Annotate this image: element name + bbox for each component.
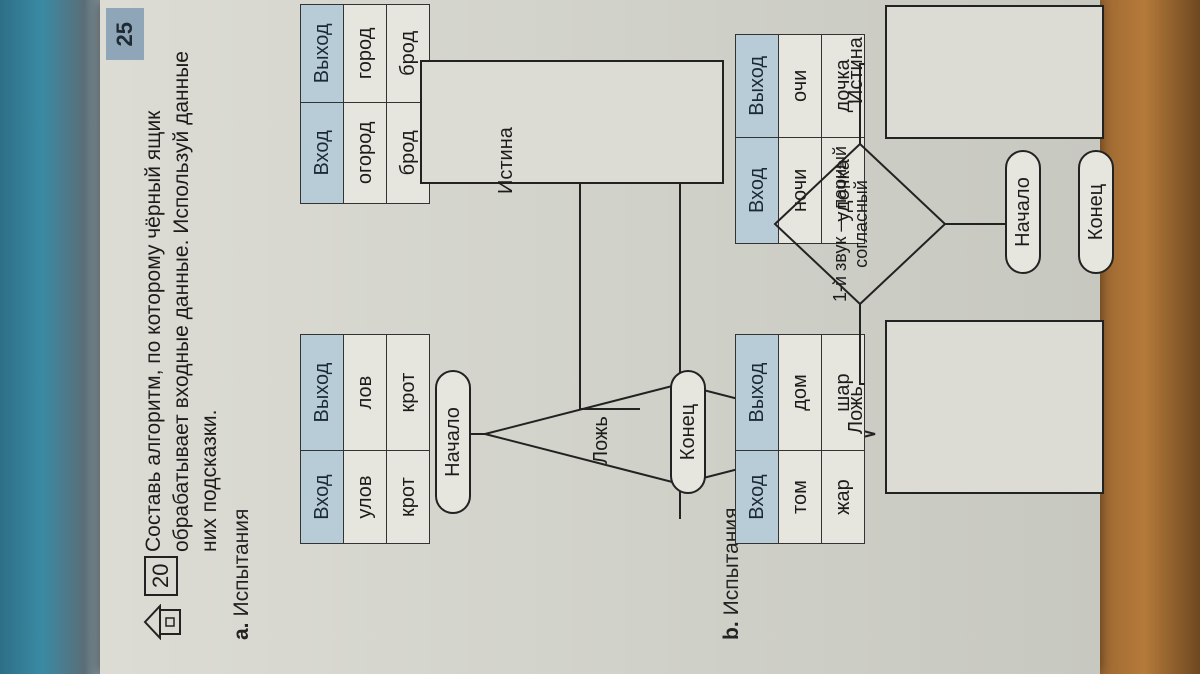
decision-diamond [484,382,876,486]
true-label: Истина [845,37,867,104]
workbook-page: 25 20 Составь алгоритм, по которому чёрн… [100,0,1114,674]
decision-condition: 1-й звук — парный согласный [830,145,871,303]
flow-line [859,304,865,385]
house-icon [143,604,181,640]
end-terminal: Конец [1078,150,1114,274]
false-label: Ложь [845,386,867,434]
start-terminal: Начало [1005,150,1041,274]
action-box-true [885,5,1104,139]
action-box-false [885,320,1104,494]
flow-line [859,63,865,144]
